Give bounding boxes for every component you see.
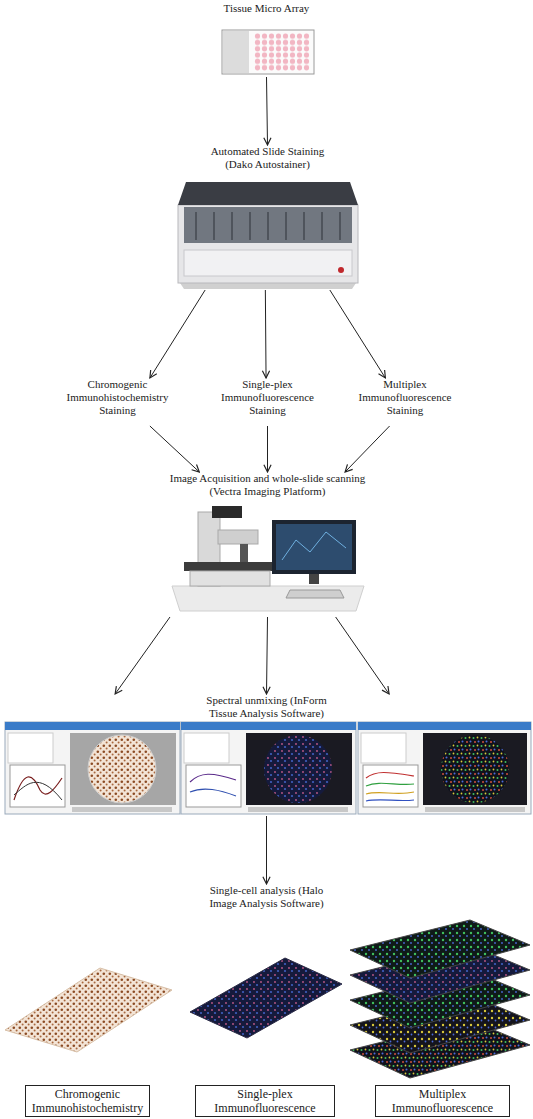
stage-block: Automated Slide Staining (Dako Autostain… xyxy=(160,145,375,290)
machine-front xyxy=(184,250,352,276)
slide-label-area xyxy=(223,31,249,73)
stage-label: Single-plex Immunofluorescence xyxy=(196,1087,334,1115)
monitor-stand xyxy=(309,574,319,584)
flow-arrow xyxy=(267,426,268,472)
stage-block: Image Acquisition and whole-slide scanni… xyxy=(150,472,385,617)
stage-label: Chromogenic Immunohistochemistry Stainin… xyxy=(58,378,178,417)
flow-arrow xyxy=(150,426,199,472)
stage-label: Multiplex Immunofluorescence xyxy=(376,1087,509,1115)
stage-block: Spectral unmixing (InForm Tissue Analysi… xyxy=(0,694,533,816)
stage-block: Tissue Micro Array xyxy=(200,2,333,77)
output-box: Chromogenic Immunohistochemistry xyxy=(25,1085,150,1117)
flow-arrow xyxy=(115,617,170,694)
monitor-screen xyxy=(276,524,352,570)
software-screenshot xyxy=(5,722,180,814)
stage-label: Single-cell analysis (Halo Image Analysi… xyxy=(197,884,337,910)
flow-arrow xyxy=(330,290,386,378)
glass-slide xyxy=(222,30,314,74)
stage-block: Single-cell analysis (Halo Image Analysi… xyxy=(0,884,533,1082)
flow-arrow xyxy=(266,816,267,884)
flow-arrow xyxy=(265,290,267,378)
machine-window xyxy=(184,207,352,243)
flow-arrow xyxy=(267,617,268,694)
slide-racks xyxy=(196,212,340,240)
stage-label: Single-plex Immunofluorescence Staining xyxy=(215,378,320,417)
microscope-base xyxy=(190,571,270,586)
machine-body xyxy=(178,205,358,283)
desk xyxy=(172,586,364,611)
stage-block: Single-plex Immunofluorescence Staining xyxy=(195,378,340,426)
brand-mark xyxy=(338,267,344,273)
output-box: Single-plex Immunofluorescence xyxy=(195,1085,335,1117)
tma-slide xyxy=(222,30,314,74)
multiplex-image-stack xyxy=(350,920,530,1078)
objective xyxy=(240,544,248,562)
stage-block: Chromogenic Immunohistochemistry Stainin… xyxy=(50,378,185,426)
software-screenshot xyxy=(181,722,356,814)
machine-lid xyxy=(178,182,358,205)
flow-arrow xyxy=(345,426,390,472)
output-box: Multiplex Immunofluorescence xyxy=(375,1085,510,1117)
stage-plate xyxy=(184,562,276,571)
stage-label: Automated Slide Staining (Dako Autostain… xyxy=(205,145,330,171)
stage-block: Multiplex Immunofluorescence Staining xyxy=(335,378,475,426)
stage-label: Spectral unmixing (InForm Tissue Analysi… xyxy=(197,694,337,720)
monitor xyxy=(272,520,356,574)
stage-label: Multiplex Immunofluorescence Staining xyxy=(353,378,458,417)
autostainer-illustration xyxy=(178,182,358,289)
eyepieces xyxy=(212,506,242,518)
stage-label: Image Acquisition and whole-slide scanni… xyxy=(160,472,375,498)
keyboard xyxy=(286,590,344,598)
stage-label: Tissue Micro Array xyxy=(224,2,310,15)
flow-arrow xyxy=(267,77,268,145)
microscope-arm xyxy=(218,530,258,544)
ihc-image-tile xyxy=(5,968,172,1052)
screen-trace xyxy=(282,532,346,560)
software-screenshot xyxy=(358,722,531,814)
tissue-cores xyxy=(254,33,310,71)
flow-arrow xyxy=(150,290,205,378)
flow-arrow xyxy=(336,617,389,694)
if-image-tile xyxy=(190,958,342,1038)
stage-label: Chromogenic Immunohistochemistry xyxy=(27,1087,149,1115)
microscope-illustration xyxy=(172,506,364,611)
machine-shadow xyxy=(180,283,356,289)
